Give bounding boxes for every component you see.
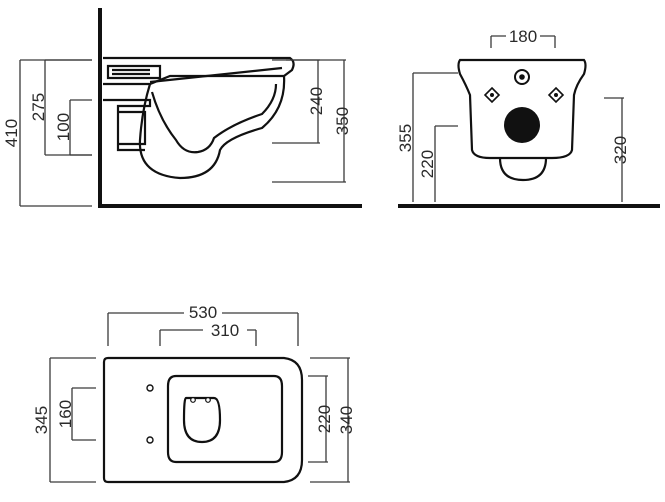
outlet-hole-icon	[504, 107, 540, 143]
dim-220-top: 220	[308, 375, 334, 463]
dim-410: 410	[2, 59, 92, 207]
top-toilet-outline	[102, 356, 304, 484]
dim-410-label: 410	[2, 119, 21, 147]
dim-350-label: 350	[333, 107, 352, 135]
dim-160-label: 160	[56, 400, 75, 428]
dim-220-top-label: 220	[315, 405, 334, 433]
dim-275: 275	[29, 59, 92, 156]
top-mounting-hole-icon	[146, 384, 154, 392]
dim-320-label: 320	[611, 136, 630, 164]
dim-275-label: 275	[29, 93, 48, 121]
dim-345: 345	[32, 357, 96, 483]
dim-180: 180	[490, 26, 556, 48]
dim-530: 530	[107, 302, 299, 346]
dim-355-label: 355	[396, 124, 415, 152]
top-mounting-hole-icon	[146, 436, 154, 444]
front-toilet-body	[457, 58, 587, 182]
side-view: 410 275 100 240 350	[2, 8, 362, 208]
dim-100: 100	[54, 99, 92, 156]
dim-340-label: 340	[337, 406, 356, 434]
dim-180-label: 180	[509, 27, 537, 46]
dim-340: 340	[310, 357, 356, 483]
side-toilet-profile	[103, 56, 295, 180]
mounting-hole-right-icon	[547, 86, 565, 104]
dim-100-label: 100	[54, 113, 73, 141]
dim-310: 310	[159, 320, 257, 346]
dim-310-label: 310	[211, 321, 239, 340]
dim-160: 160	[56, 387, 96, 441]
top-seat-hole-icon	[205, 397, 211, 403]
dim-345-label: 345	[32, 406, 51, 434]
dim-220-front-label: 220	[418, 150, 437, 178]
dim-355: 355	[396, 72, 458, 202]
dim-320: 320	[604, 97, 630, 202]
mounting-hole-left-icon	[483, 86, 501, 104]
top-seat-hole-icon	[190, 397, 196, 403]
dim-530-label: 530	[189, 303, 217, 322]
dim-220-front: 220	[418, 125, 458, 202]
top-view: 530 310 345 160 220	[32, 302, 356, 484]
front-view: 180 355 220 320	[396, 26, 660, 208]
dim-240-label: 240	[307, 87, 326, 115]
dim-350: 350	[272, 59, 352, 183]
